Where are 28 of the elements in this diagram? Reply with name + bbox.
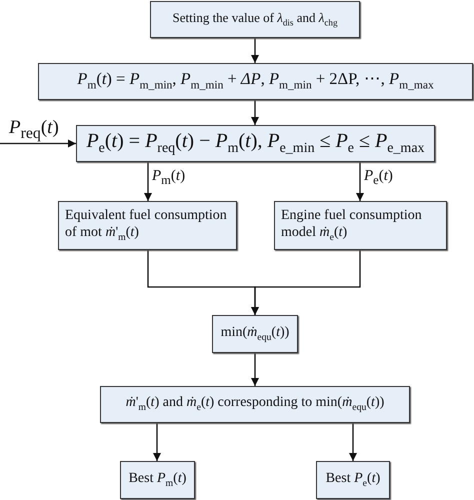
formula-text: P$_{m}$(t) = P$_{m_min}$, P$_{m_min}$ + ΔP, P$_{m_min}$ + 2ΔP, ⋯, P$_{m_max}$	[77, 69, 434, 94]
process-box	[274, 201, 447, 250]
arrow	[0, 140, 76, 148]
process-box	[316, 461, 390, 499]
process-box	[120, 461, 195, 499]
formula-text: ṁ'$_{m}$(t) and ṁ$_{e}$(t) corresponding to min(ṁ$_{equ}$(t))	[126, 395, 384, 414]
formula-text: Equivalent fuel consumption of mot ṁ'$_{m}$(t)	[65, 208, 228, 244]
process-box	[76, 125, 435, 162]
formula-text: P$_{e}$(t) = P$_{req}$(t) − P$_{m}$(t), P$_{e_min}$ ≤ P$_{e}$ ≤ P$_{e_max}$	[86, 129, 425, 158]
edge-label: P$_{req}$(t)	[8, 118, 60, 142]
arrow	[144, 162, 152, 201]
process-box	[212, 315, 298, 353]
process-box	[150, 1, 360, 38]
process-box	[100, 386, 410, 423]
formula-text: Best P$_{m}$(t)	[128, 470, 186, 490]
arrow	[251, 353, 259, 386]
formula-text: Best P$_{e}$(t)	[326, 470, 380, 490]
process-box	[58, 201, 237, 250]
arrow	[349, 423, 357, 461]
arrow	[251, 38, 259, 63]
arrow	[251, 250, 361, 315]
formula-text: min(ṁ$_{equ}$(t))	[220, 324, 290, 344]
formula-text: Engine fuel consumption model ṁ$_{e}$(t)	[281, 208, 423, 244]
arrow	[356, 162, 364, 201]
formula-text: Setting the value of λ$_{dis}$ and λ$_{chg}$	[172, 10, 338, 29]
process-box	[38, 63, 473, 100]
arrow	[251, 100, 259, 125]
arrow	[153, 423, 161, 461]
